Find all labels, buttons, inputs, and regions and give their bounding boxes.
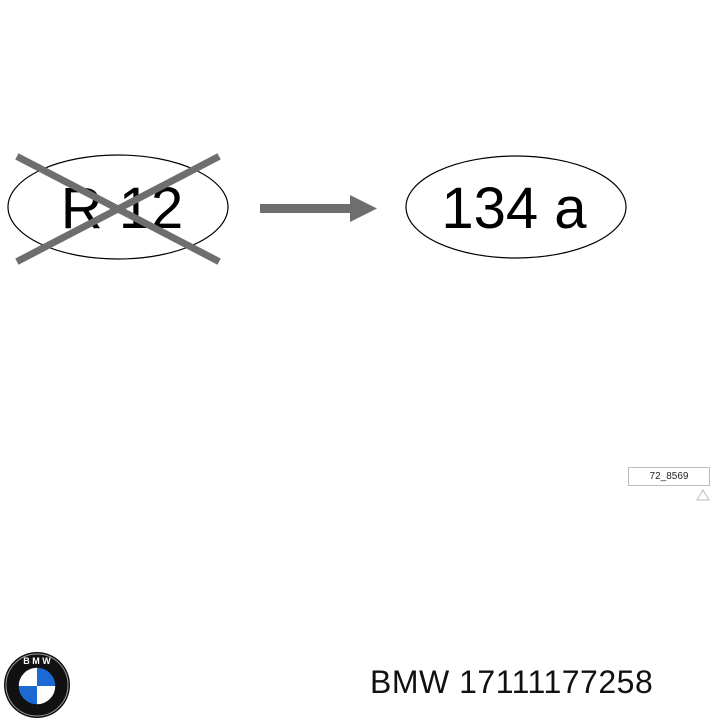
- bmw-logo: B M W: [4, 652, 70, 718]
- part-caption: BMW 17111177258: [370, 664, 653, 701]
- new-refrigerant-label: 134 a: [441, 176, 587, 241]
- old-refrigerant-ellipse: [7, 154, 229, 260]
- logo-lettering: B M W: [23, 656, 51, 666]
- x-cross-icon: [15, 153, 221, 265]
- warning-triangle-icon: [696, 489, 710, 501]
- arrow-right-icon: [260, 195, 377, 222]
- part-number: 17111177258: [459, 664, 654, 700]
- reference-code: 72_8569: [628, 467, 710, 486]
- new-refrigerant-ellipse: [405, 155, 627, 259]
- brand-name: BMW: [370, 664, 450, 700]
